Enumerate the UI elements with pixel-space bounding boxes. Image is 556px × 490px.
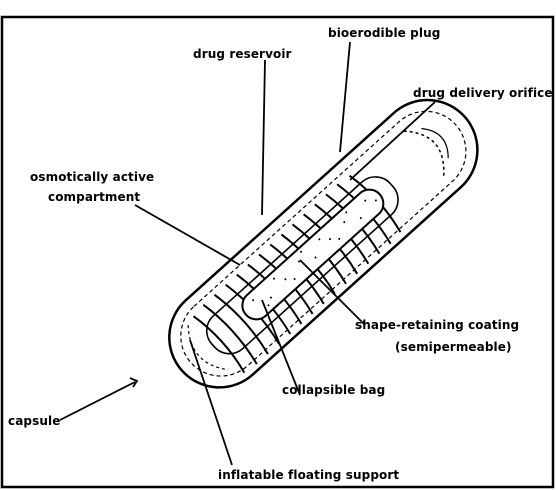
label-drug-reservoir: drug reservoir — [193, 47, 292, 62]
label-shape-line1: shape-retaining coating — [355, 318, 519, 333]
leader-bioerodible-plug — [340, 42, 350, 152]
leader-capsule — [60, 382, 135, 420]
leader-osmotic — [135, 205, 240, 265]
label-collapsible-bag: collapsible bag — [282, 383, 385, 398]
label-osmotic-line1: osmotically active — [30, 170, 154, 185]
label-shape-line2: (semipermeable) — [395, 340, 512, 355]
label-inflatable-floating-support: inflatable floating support — [218, 468, 399, 483]
label-drug-delivery-orifice: drug delivery orifice — [413, 86, 553, 101]
label-osmotic-line2: compartment — [48, 190, 140, 205]
leader-drug-reservoir — [262, 60, 265, 215]
label-bioerodible-plug: bioerodible plug — [328, 26, 440, 41]
label-capsule: capsule — [8, 414, 60, 429]
